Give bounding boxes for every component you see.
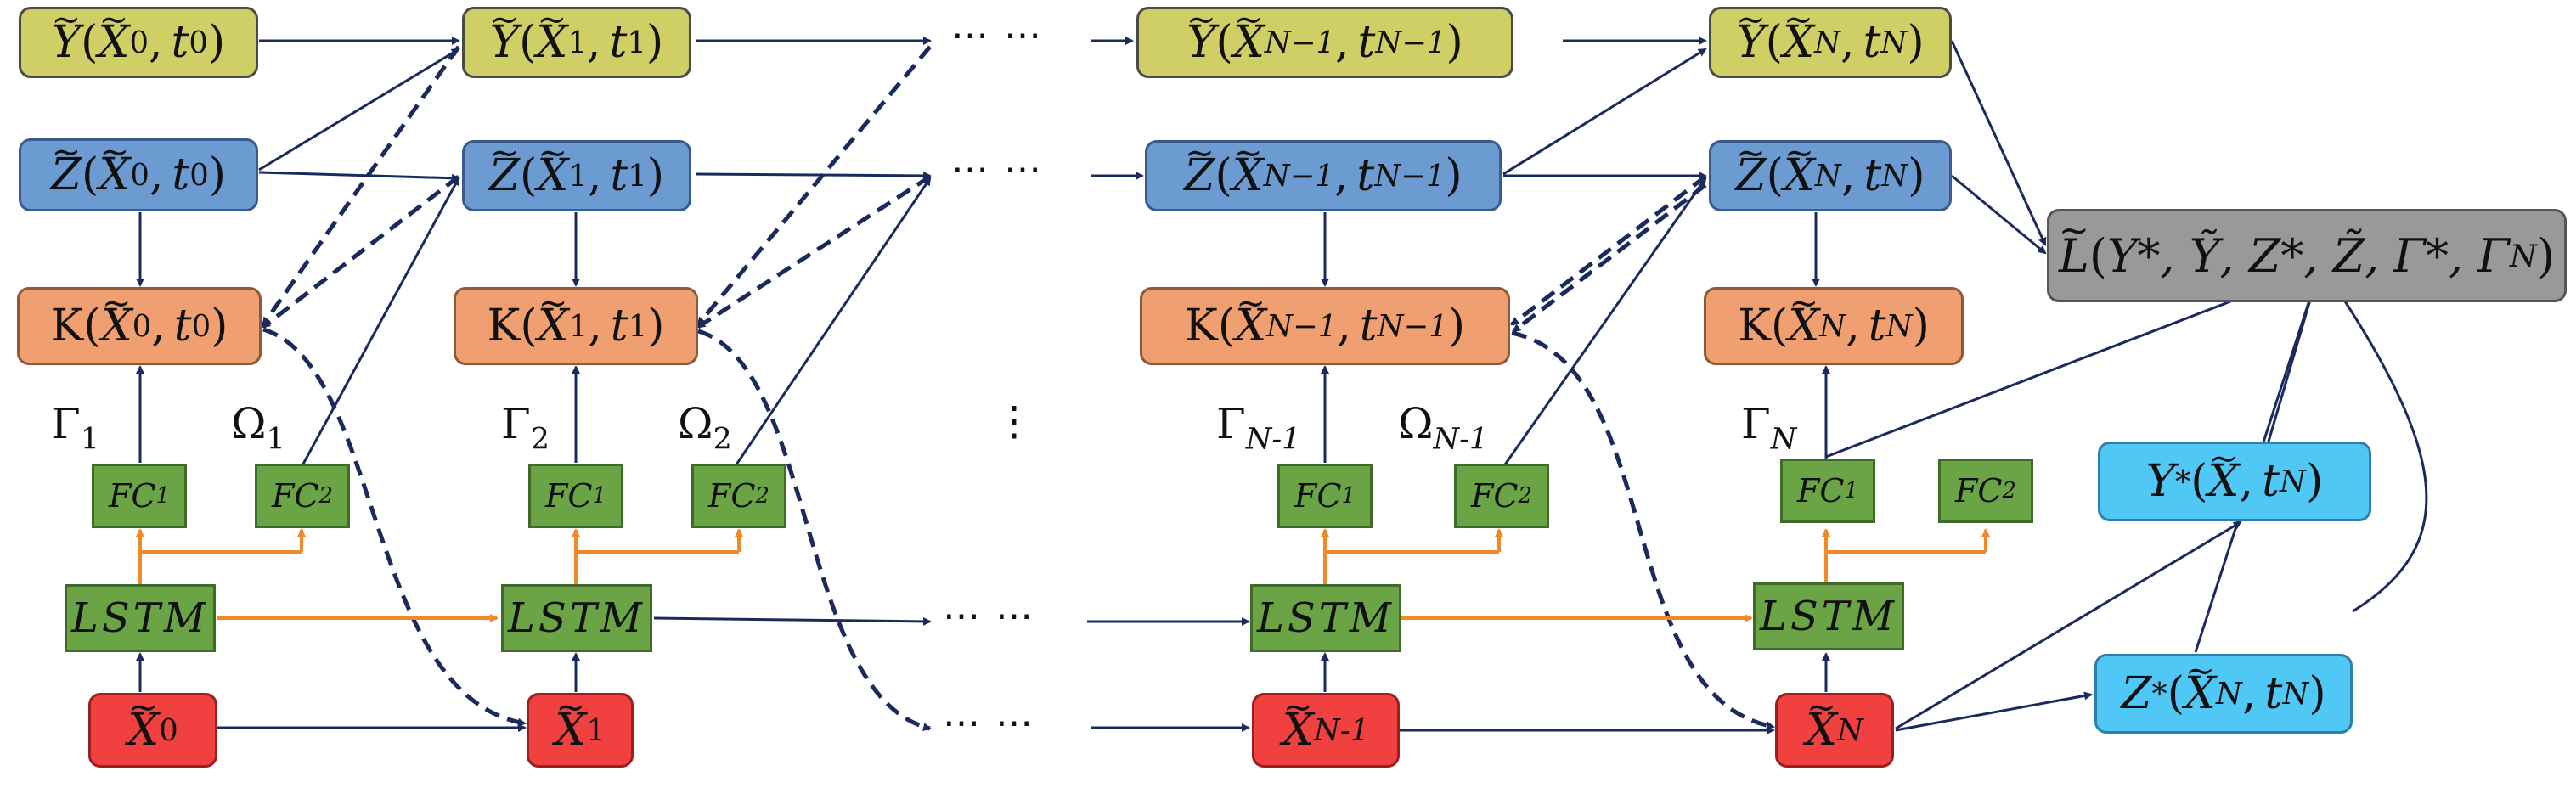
x-box-n-minus-1: XN-1 bbox=[1252, 693, 1400, 768]
ellipsis-y-row: ⋯ ⋯ bbox=[951, 14, 1043, 57]
k-box-1: K(X1,t1) bbox=[454, 287, 698, 365]
gamma-label-n-minus-1: ΓN-1 bbox=[1216, 399, 1301, 457]
y-box-n-minus-1: Y(XN−1,tN−1) bbox=[1136, 7, 1513, 78]
x-box-n: XN bbox=[1775, 693, 1894, 768]
lstm-box-1: LSTM bbox=[501, 584, 652, 652]
x-box-1: X1 bbox=[527, 693, 634, 768]
ellipsis-lstm-row: ⋯ ⋯ bbox=[943, 594, 1034, 638]
gamma-label-2: Γ2 bbox=[501, 399, 550, 457]
lstm-box-n-minus-1: LSTM bbox=[1250, 584, 1401, 652]
y-box-1: Y(X1,t1) bbox=[462, 7, 691, 78]
y-box-0: Y(X0,t0) bbox=[19, 7, 258, 78]
z-star-box: Z*(XN,tN) bbox=[2094, 654, 2353, 734]
gamma-label-n: ΓN bbox=[1741, 399, 1797, 457]
x-box-0: X0 bbox=[88, 693, 217, 768]
z-box-n: Z(XN,tN) bbox=[1709, 140, 1952, 211]
loss-box: L(Y*, Ỹ, Z*, Z̃, Γ*, ΓN) bbox=[2047, 209, 2567, 302]
gamma-label-1: Γ1 bbox=[51, 399, 99, 457]
orange-arrows bbox=[136, 528, 1990, 622]
k-box-0: K(X0,t0) bbox=[17, 287, 262, 365]
omega-label-n-minus-1: ΩN-1 bbox=[1398, 399, 1489, 457]
k-box-n: K(XN,tN) bbox=[1704, 287, 1964, 365]
z-box-n-minus-1: Z(XN−1,tN−1) bbox=[1145, 140, 1502, 211]
lstm-box-n: LSTM bbox=[1753, 582, 1904, 650]
solid-arrows bbox=[136, 37, 2428, 734]
ellipsis-z-row: ⋯ ⋯ bbox=[951, 148, 1043, 191]
k-box-n-minus-1: K(XN−1,tN−1) bbox=[1140, 287, 1510, 365]
y-star-box: Y*(X,tN) bbox=[2098, 442, 2371, 521]
omega-label-1: Ω1 bbox=[231, 399, 285, 457]
dashed-arrows bbox=[261, 45, 1775, 731]
y-box-n: Y(XN,tN) bbox=[1709, 7, 1952, 78]
z-box-1: Z(X1,t1) bbox=[462, 140, 691, 211]
z-box-0: Z(X0,t0) bbox=[19, 138, 258, 211]
lstm-box-0: LSTM bbox=[65, 584, 216, 652]
omega-label-2: Ω2 bbox=[678, 399, 732, 457]
vertical-ellipsis: ⋮ bbox=[994, 397, 1034, 445]
ellipsis-x-row: ⋯ ⋯ bbox=[943, 701, 1034, 745]
